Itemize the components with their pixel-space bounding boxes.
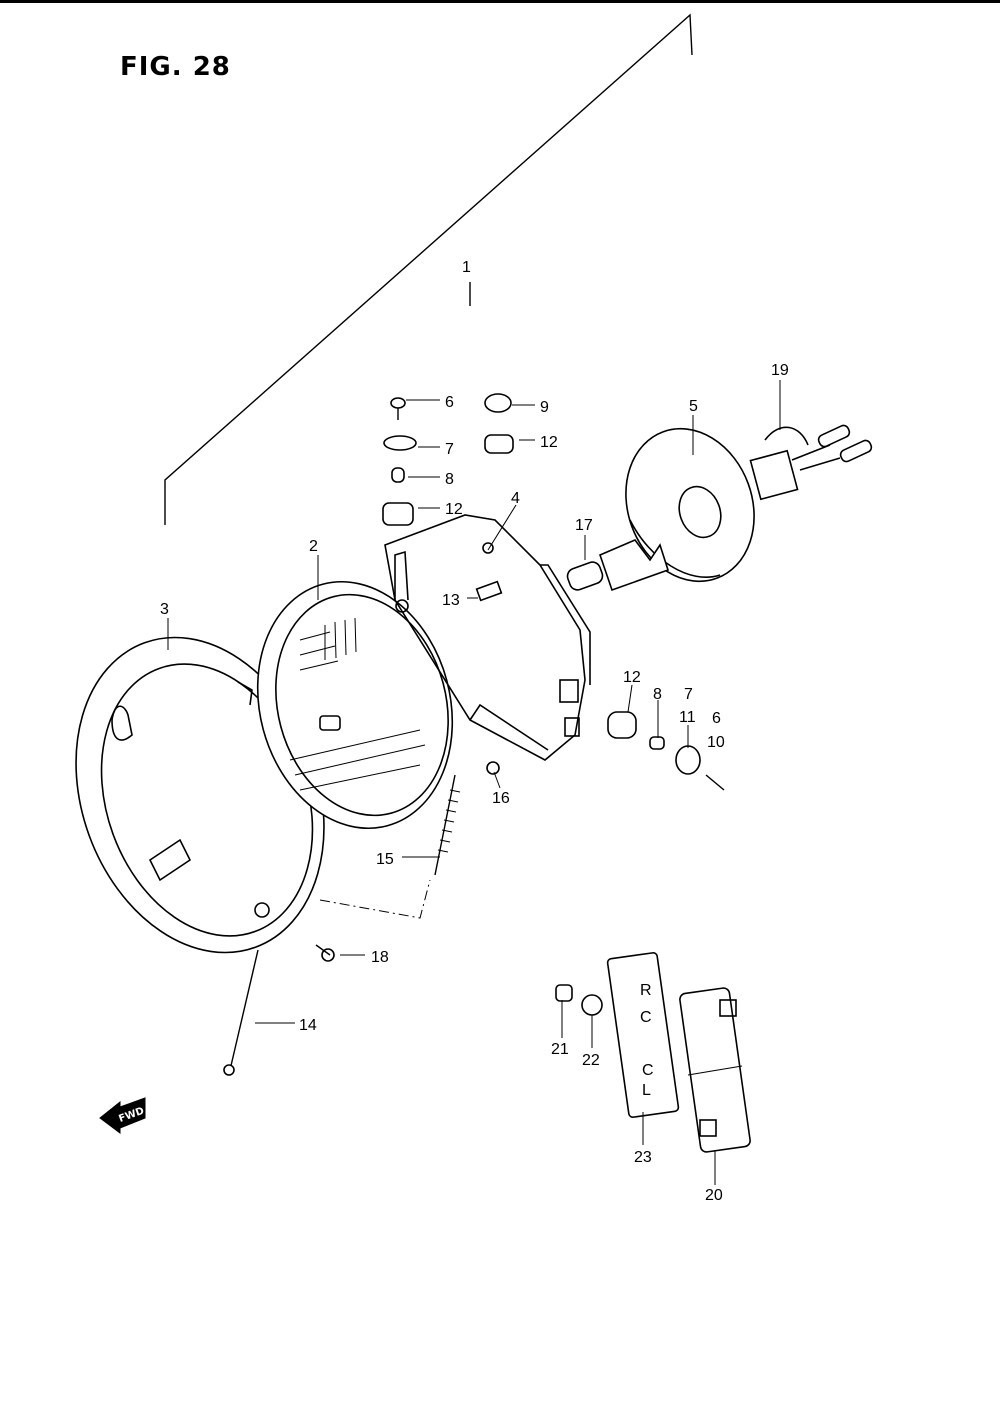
callout-20: 20 — [705, 1187, 723, 1204]
assembly-bracket — [164, 13, 693, 525]
headlight-case — [625, 427, 755, 583]
callout-9: 9 — [540, 399, 549, 416]
figure-title: FIG. 28 — [120, 52, 231, 82]
reflector-mark-c2: C — [642, 1062, 654, 1079]
headlight-lens-unit — [256, 580, 454, 830]
callout-17: 17 — [575, 517, 593, 534]
callout-19: 19 — [771, 362, 789, 379]
callout-12-top-right: 12 — [540, 434, 558, 451]
reflector-mark-r: R — [640, 982, 652, 999]
callout-12-top-left: 12 — [445, 501, 463, 518]
reflector-assembly — [555, 952, 751, 1153]
callout-7-right: 7 — [684, 686, 693, 703]
callout-2: 2 — [309, 538, 318, 555]
callout-13: 13 — [442, 592, 460, 609]
callout-22: 22 — [582, 1052, 600, 1069]
reflector-mark-l: L — [642, 1082, 651, 1099]
callout-21: 21 — [551, 1041, 569, 1058]
callout-10: 10 — [707, 734, 725, 751]
fwd-arrow-icon: FWD — [99, 1097, 146, 1134]
callout-3: 3 — [160, 601, 169, 618]
callout-8-right: 8 — [653, 686, 662, 703]
callout-16: 16 — [492, 790, 510, 807]
callout-1: 1 — [462, 259, 471, 276]
callout-7-top: 7 — [445, 441, 454, 458]
callout-4: 4 — [511, 490, 520, 507]
headlight-bulb — [566, 539, 669, 592]
hardware-top — [382, 393, 514, 526]
leader-lines — [167, 380, 781, 1185]
headlight-housing-bracket — [384, 514, 591, 761]
callout-5: 5 — [689, 398, 698, 415]
callout-23: 23 — [634, 1149, 652, 1166]
callout-15: 15 — [376, 851, 394, 868]
callout-14: 14 — [299, 1017, 317, 1034]
callout-6-right: 6 — [712, 710, 721, 727]
callout-18: 18 — [371, 949, 389, 966]
top-border — [0, 0, 1000, 3]
reflector-mark-c1: C — [640, 1009, 652, 1026]
callout-12-right: 12 — [623, 669, 641, 686]
callout-11: 11 — [679, 709, 696, 726]
callout-6-top: 6 — [445, 394, 454, 411]
bulb-socket — [749, 424, 873, 501]
callout-8-top: 8 — [445, 471, 454, 488]
adjusting-screws — [223, 774, 461, 1076]
